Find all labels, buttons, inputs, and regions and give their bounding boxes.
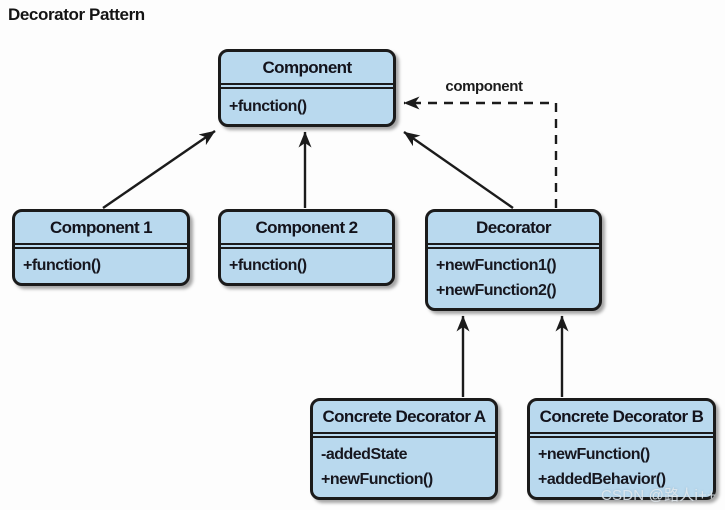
inheritance-arrow-decorator-to-component <box>403 131 514 209</box>
page-title: Decorator Pattern <box>8 5 145 24</box>
class-member: +function() <box>229 257 307 274</box>
class-name: Component <box>262 57 352 77</box>
class-name: Concrete Decorator B <box>539 406 704 426</box>
class-box-decorator: Decorator +newFunction1() +newFunction2(… <box>425 209 602 311</box>
class-name: Decorator <box>476 217 552 237</box>
watermark: CSDN @路人i++ <box>601 487 716 504</box>
class-members: +newFunction1() +newFunction2() <box>428 249 599 308</box>
class-member: +addedBehavior() <box>538 471 666 488</box>
class-name: Concrete Decorator A <box>322 406 486 426</box>
dashed-association-arrow-decorator-to-component <box>403 96 558 208</box>
inheritance-arrow-component1-to-component <box>102 130 216 209</box>
compartment-divider <box>313 432 495 438</box>
class-box-concrete-decorator-b: Concrete Decorator B +newFunction() +add… <box>527 398 716 500</box>
class-name: Component 2 <box>255 217 358 237</box>
class-member: -addedState <box>321 446 408 463</box>
compartment-divider <box>221 243 392 249</box>
class-member: +newFunction() <box>321 471 433 488</box>
class-member: +newFunction() <box>538 446 650 463</box>
class-members: +function() <box>221 249 392 283</box>
class-member: +newFunction2() <box>436 282 557 299</box>
class-box-component1: Component 1 +function() <box>12 209 190 286</box>
compartment-divider <box>221 83 393 89</box>
class-members: +newFunction() +addedBehavior() <box>530 438 713 497</box>
class-member: +function() <box>23 257 101 274</box>
class-members: +function() <box>15 249 187 283</box>
class-members: -addedState +newFunction() <box>313 438 495 497</box>
compartment-divider <box>530 432 713 438</box>
class-members: +function() <box>221 89 393 124</box>
class-member: +function() <box>229 97 307 115</box>
association-label: component <box>445 78 523 95</box>
class-member: +newFunction1() <box>436 257 557 274</box>
class-name: Component 1 <box>49 217 153 237</box>
compartment-divider <box>15 243 187 249</box>
class-box-component: Component +function() <box>218 49 396 127</box>
class-box-component2: Component 2 +function() <box>218 209 395 286</box>
class-box-concrete-decorator-a: Concrete Decorator A -addedState +newFun… <box>310 398 498 500</box>
compartment-divider <box>428 243 599 249</box>
